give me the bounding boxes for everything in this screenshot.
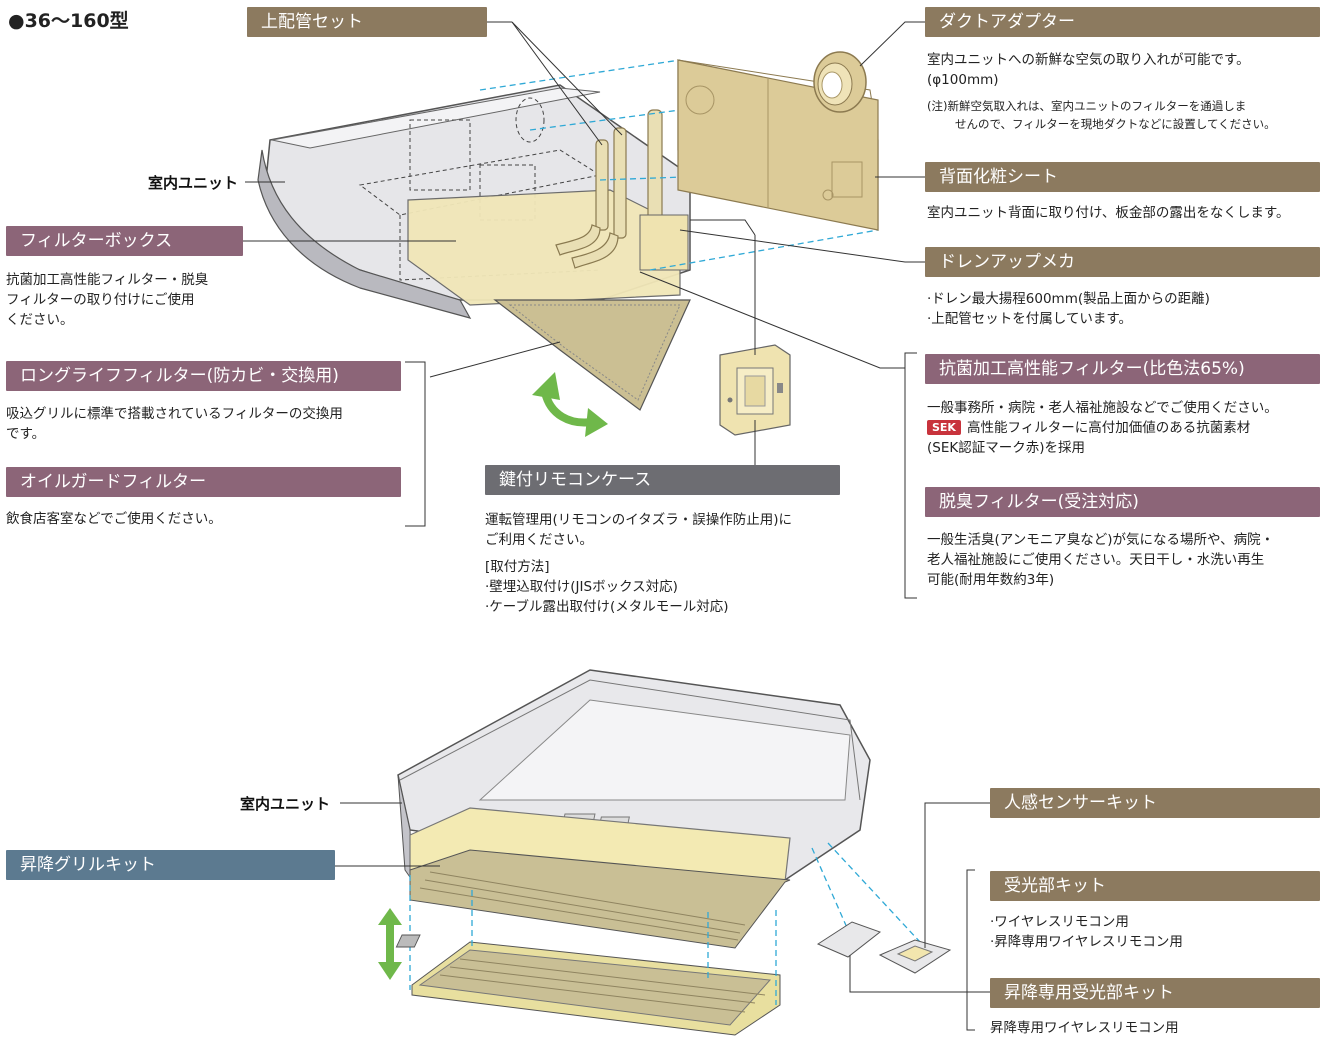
antibacterial-filter-line2: 高性能フィルターに高付加価値のある抗菌素材 — [966, 420, 1251, 436]
filter-box-line2: フィルターの取り付けにご使用 — [6, 292, 195, 308]
drain-up-line1: ·ドレン最大揚程600mm(製品上面からの距離) — [927, 291, 1210, 307]
remote-case-line1: 運転管理用(リモコンのイタズラ・誤操作防止用)に — [485, 512, 792, 528]
back-sheet-desc: 室内ユニット背面に取り付け、板金部の露出をなくします。 — [927, 205, 1290, 221]
receiver-kit-header: 受光部キット — [990, 871, 1320, 901]
long-life-filter-line1: 吸込グリルに標準で搭載されているフィルターの交換用 — [6, 406, 343, 422]
green-lift-arrow — [378, 908, 402, 980]
filter-box-line3: ください。 — [6, 312, 74, 328]
deodor-filter-header: 脱臭フィルター(受注対応) — [925, 487, 1320, 517]
green-rotate-arrow — [532, 372, 608, 437]
duct-adapter-note2: せんので、フィルターを現地ダクトなどに設置してください。 — [955, 117, 1276, 131]
top-indoor-unit-illustration — [257, 84, 691, 411]
long-life-filter-header: ロングライフフィルター(防カビ・交換用) — [6, 361, 401, 391]
antibacterial-filter-line2-wrap: SEK 高性能フィルターに高付加価値のある抗菌素材 — [927, 418, 1250, 438]
oil-guard-filter-line1: 飲食店客室などでご使用ください。 — [6, 511, 222, 527]
duct-adapter-desc2: (φ100mm) — [927, 72, 999, 88]
remote-case-line4: ·壁埋込取付け(JISボックス対応) — [485, 579, 678, 595]
leader-lines-bottom — [335, 802, 995, 1031]
bottom-indoor-unit-illustration — [397, 669, 871, 949]
indoor-unit-label-top: 室内ユニット — [148, 174, 239, 192]
remote-case-line3: [取付方法] — [485, 559, 550, 575]
remote-case-illustration — [719, 344, 791, 436]
receiver-kit-line1: ·ワイヤレスリモコン用 — [990, 914, 1129, 930]
projection-lines-bottom — [409, 842, 921, 1005]
human-sensor-kit-header: 人感センサーキット — [990, 788, 1320, 818]
drain-up-header: ドレンアップメカ — [925, 247, 1320, 277]
receiver-kit-illustration — [395, 921, 952, 974]
upper-pipe-set-header: 上配管セット — [247, 7, 487, 37]
duct-adapter-desc1: 室内ユニットへの新鮮な空気の取り入れが可能です。 — [927, 52, 1250, 68]
sek-badge: SEK — [927, 420, 961, 435]
lift-receiver-kit-header: 昇降専用受光部キット — [990, 978, 1320, 1008]
lowered-grill-illustration — [411, 941, 781, 1036]
filter-box-header: フィルターボックス — [6, 226, 243, 256]
remote-case-line2: ご利用ください。 — [485, 532, 593, 548]
long-life-filter-line2: です。 — [6, 426, 46, 442]
oil-guard-filter-header: オイルガードフィルター — [6, 467, 401, 497]
indoor-unit-label-bottom: 室内ユニット — [240, 795, 331, 813]
duct-adapter-header: ダクトアダプター — [925, 7, 1320, 37]
remote-case-header: 鍵付リモコンケース — [485, 465, 840, 495]
lift-grill-kit-header: 昇降グリルキット — [6, 850, 335, 880]
remote-case-line5: ·ケーブル露出取付け(メタルモール対応) — [485, 599, 729, 615]
model-range-title: ●36〜160型 — [8, 10, 129, 32]
duct-adapter-note1: (注)新鮮空気取入れは、室内ユニットのフィルターを通過しま — [927, 99, 1247, 113]
back-sheet-header: 背面化粧シート — [925, 162, 1320, 192]
antibacterial-filter-line1: 一般事務所・病院・老人福祉施設などでご使用ください。 — [927, 400, 1278, 416]
antibacterial-filter-header: 抗菌加工高性能フィルター(比色法65%) — [925, 354, 1320, 384]
antibacterial-filter-line3: (SEK認証マーク赤)を採用 — [927, 440, 1085, 456]
filter-box-line1: 抗菌加工高性能フィルター・脱臭 — [6, 272, 209, 288]
lift-receiver-kit-line1: 昇降専用ワイヤレスリモコン用 — [990, 1020, 1179, 1036]
receiver-kit-line2: ·昇降専用ワイヤレスリモコン用 — [990, 934, 1183, 950]
deodor-filter-line1: 一般生活臭(アンモニア臭など)が気になる場所や、病院・ — [927, 532, 1275, 548]
duct-adapter-illustration — [813, 51, 867, 113]
deodor-filter-line3: 可能(耐用年数約3年) — [927, 572, 1055, 588]
drain-up-line2: ·上配管セットを付属しています。 — [927, 311, 1133, 327]
leader-lines-top — [243, 21, 925, 599]
deodor-filter-line2: 老人福祉施設にご使用ください。天日干し・水洗い再生 — [927, 552, 1265, 568]
